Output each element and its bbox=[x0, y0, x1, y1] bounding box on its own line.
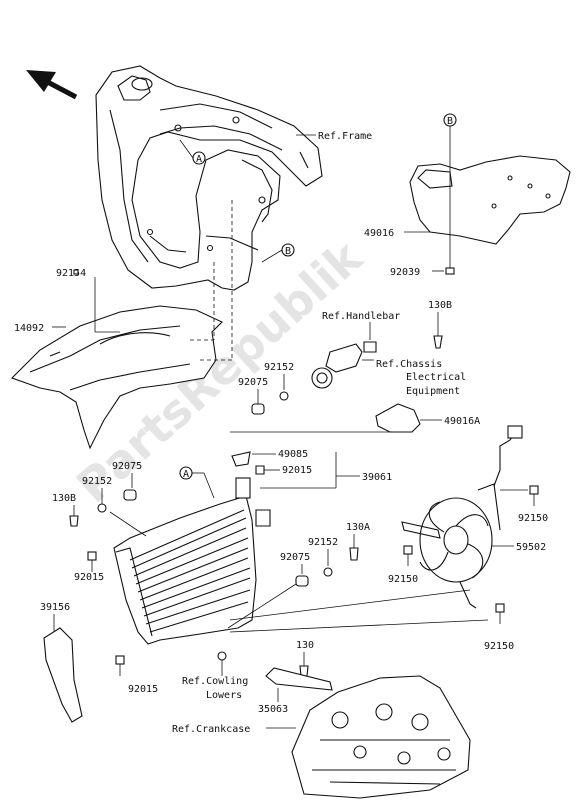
part-92154-label: 92154 bbox=[56, 268, 86, 279]
part-92015-bot-label: 92015 bbox=[128, 684, 158, 695]
ref-cowling-lowers-label: Lowers bbox=[206, 690, 242, 701]
bolt-130b-top-icon bbox=[433, 335, 443, 349]
svg-text:B: B bbox=[447, 116, 453, 127]
bolt-130a-icon bbox=[349, 547, 359, 561]
clip-icon bbox=[363, 341, 377, 353]
part-39061-label: 39061 bbox=[362, 472, 392, 483]
part-49016a-label: 49016A bbox=[444, 416, 480, 427]
callout-b-bracket: B bbox=[443, 113, 457, 127]
callout-a-upper: A bbox=[179, 139, 206, 165]
part-92152-mid-label: 92152 bbox=[308, 537, 338, 548]
part-39156-label: 39156 bbox=[40, 602, 70, 613]
horn-drawing bbox=[311, 343, 363, 389]
part-92150-bot-label: 92150 bbox=[484, 641, 514, 652]
part-92075-top-label: 92075 bbox=[238, 377, 268, 388]
bolt-130b-left-icon bbox=[69, 515, 79, 527]
bolt-92150-top-icon bbox=[529, 485, 539, 495]
crankcase-drawing bbox=[291, 675, 471, 799]
ref-crankcase-label: Ref.Crankcase bbox=[172, 724, 250, 735]
bracket-35063-drawing bbox=[265, 667, 333, 691]
radiator-drawing bbox=[113, 477, 271, 645]
callout-a-radiator: A bbox=[179, 466, 215, 499]
callout-b-frame: B bbox=[261, 243, 295, 263]
ref-chassis-electrical-label: Electrical bbox=[406, 372, 466, 383]
part-92152-left-label: 92152 bbox=[82, 476, 112, 487]
part-130a-label: 130A bbox=[346, 522, 370, 533]
bolt-92150-bot-icon bbox=[495, 603, 505, 613]
ref-frame-label: Ref.Frame bbox=[318, 131, 372, 142]
bolt-92150-mid-icon bbox=[403, 545, 413, 555]
part-130b-top-label: 130B bbox=[428, 300, 452, 311]
part-49016-label: 49016 bbox=[364, 228, 394, 239]
part-92039-label: 92039 bbox=[390, 267, 420, 278]
svg-text:B: B bbox=[285, 246, 291, 257]
radiator-cap-icon bbox=[235, 477, 251, 499]
frame-drawing bbox=[95, 65, 323, 291]
nut-92015-top-icon bbox=[255, 465, 265, 475]
part-14092-label: 14092 bbox=[14, 323, 44, 334]
part-35063-label: 35063 bbox=[258, 704, 288, 715]
part-130b-left-label: 130B bbox=[52, 493, 76, 504]
nut-92015-bot-icon bbox=[115, 655, 125, 665]
part-92150-top-label: 92150 bbox=[518, 513, 548, 524]
plate-49016a-drawing bbox=[375, 403, 421, 433]
radiator-hose-outlet-icon bbox=[255, 509, 271, 527]
nut-92015-left-icon bbox=[87, 551, 97, 561]
grommet-92075-left-icon bbox=[123, 489, 137, 501]
part-49085-label: 49085 bbox=[278, 449, 308, 460]
part-130-label: 130 bbox=[296, 640, 314, 651]
washer-92152-left-icon bbox=[97, 503, 107, 513]
washer-92152-top-icon bbox=[279, 391, 289, 401]
svg-text:A: A bbox=[196, 154, 202, 165]
cowling-mount-icon bbox=[217, 651, 227, 661]
ref-cowling-label: Ref.Cowling bbox=[182, 676, 248, 687]
part-92015-top-label: 92015 bbox=[282, 465, 312, 476]
fan-59502-drawing bbox=[401, 425, 523, 609]
grommet-92075-mid-icon bbox=[295, 575, 309, 587]
grommet-92075-top-icon bbox=[251, 403, 265, 415]
nut-92039-icon bbox=[445, 267, 455, 275]
ref-handlebar-label: Ref.Handlebar bbox=[322, 311, 400, 322]
part-59502-label: 59502 bbox=[516, 542, 546, 553]
fan-connector-icon bbox=[507, 425, 523, 439]
part-92075-mid-label: 92075 bbox=[280, 552, 310, 563]
part-92150-mid-label: 92150 bbox=[388, 574, 418, 585]
bracket-49016-drawing bbox=[409, 155, 571, 245]
deflector-39156-drawing bbox=[43, 627, 83, 723]
shroud-14092-drawing bbox=[10, 305, 223, 450]
part-92015-left-label: 92015 bbox=[74, 572, 104, 583]
part-92152-top-label: 92152 bbox=[264, 362, 294, 373]
screw-92154-icon bbox=[73, 269, 79, 275]
part-92075-left-label: 92075 bbox=[112, 461, 142, 472]
ref-chassis-equipment-label: Equipment bbox=[406, 386, 460, 397]
cap-49085-icon bbox=[231, 451, 251, 467]
ref-chassis-label: Ref.Chassis bbox=[376, 359, 442, 370]
svg-text:A: A bbox=[183, 469, 189, 480]
washer-92152-mid-icon bbox=[323, 567, 333, 577]
direction-arrow-icon bbox=[26, 70, 78, 100]
